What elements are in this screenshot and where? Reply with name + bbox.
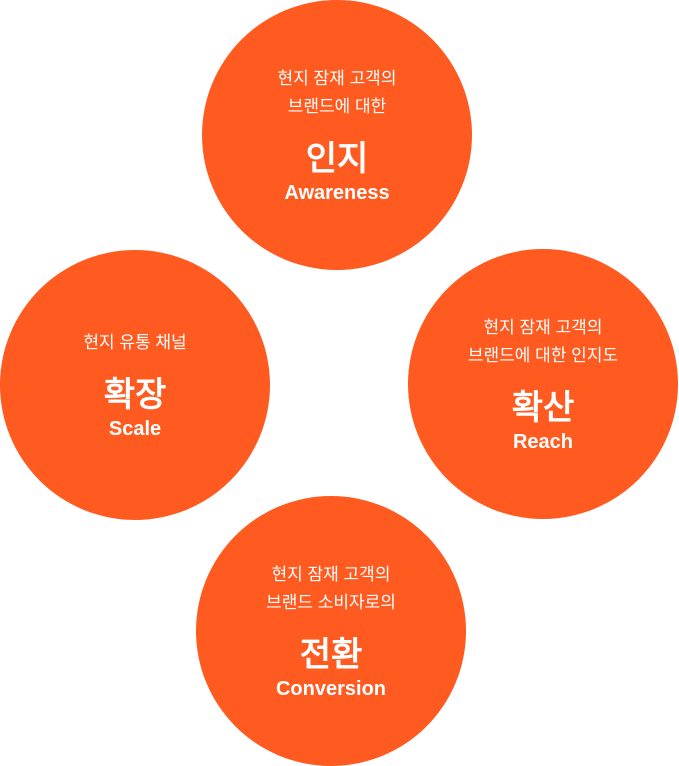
stage-conversion: 현지 잠재 고객의 브랜드 소비자로의 전환 Conversion: [196, 496, 466, 766]
stage-reach: 현지 잠재 고객의 브랜드에 대한 인지도 확산 Reach: [408, 249, 678, 519]
stage-title: 인지: [305, 140, 369, 178]
stage-subtitle: Awareness: [284, 182, 390, 204]
stage-title: 확장: [103, 376, 167, 414]
stage-title: 확산: [511, 389, 575, 427]
stage-description: 현지 잠재 고객의 브랜드 소비자로의: [266, 565, 396, 612]
stage-subtitle: Conversion: [275, 678, 387, 700]
stage-title: 전환: [299, 636, 363, 674]
stage-awareness: 현지 잠재 고객의 브랜드에 대한 인지 Awareness: [202, 0, 472, 270]
stage-description: 현지 잠재 고객의 브랜드에 대한: [277, 69, 397, 116]
stage-description: 현지 유통 채널: [83, 333, 187, 352]
stage-subtitle: Scale: [108, 418, 162, 440]
stage-scale: 현지 유통 채널 확장 Scale: [0, 250, 270, 520]
stage-subtitle: Reach: [512, 431, 574, 453]
stage-description: 현지 잠재 고객의 브랜드에 대한 인지도: [467, 318, 619, 365]
